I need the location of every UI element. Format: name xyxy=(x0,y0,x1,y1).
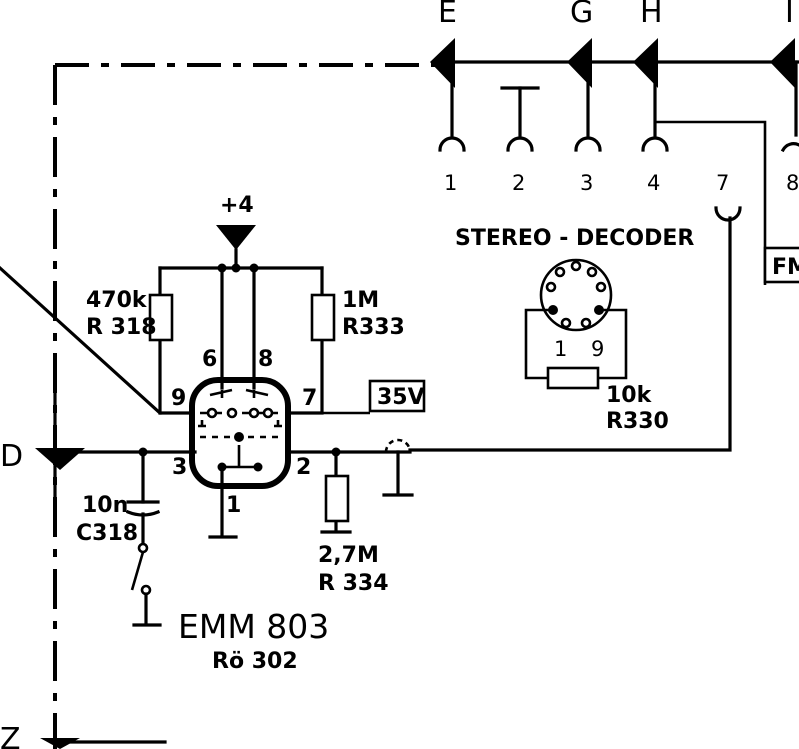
pin-2-cup xyxy=(506,136,534,152)
connector-g-label: G xyxy=(570,0,593,30)
connector-i-arrow xyxy=(770,38,795,88)
connector-h-arrow xyxy=(633,38,658,88)
tube-deflector-right xyxy=(274,420,282,428)
tube-dot xyxy=(253,462,263,472)
c318-value: 10n xyxy=(82,493,128,518)
tube-pin-8: 8 xyxy=(258,347,273,372)
noval-socket xyxy=(539,258,613,332)
socket-pin xyxy=(570,260,582,272)
connector-d-label: D xyxy=(0,439,23,474)
tube-anode-right xyxy=(245,388,269,398)
decoder-pin-4: 4 xyxy=(647,171,660,195)
stereo-decoder-title: STEREO - DECODER xyxy=(455,226,694,251)
connector-h-label: H xyxy=(640,0,663,30)
fm-label: FM xyxy=(772,255,799,280)
socket-pin xyxy=(580,317,592,329)
pin-1-cup xyxy=(438,136,466,152)
tube-element xyxy=(262,407,274,419)
shield-dashed-circle xyxy=(384,438,412,453)
tube-anode-left xyxy=(209,388,233,398)
socket-pin-1-label: 1 xyxy=(554,337,567,361)
tube-element xyxy=(226,407,238,419)
tube-cathode xyxy=(222,445,258,469)
r330-value: 10k xyxy=(606,383,653,408)
connector-z-label: Z xyxy=(0,722,21,749)
r330-ref: R330 xyxy=(606,409,669,434)
socket-loop xyxy=(524,308,628,380)
r330-body xyxy=(546,366,600,390)
r334-ref: R 334 xyxy=(318,571,389,596)
pin-4-cup xyxy=(641,136,669,152)
tube-pin-6: 6 xyxy=(202,347,217,372)
tube-ref: Rö 302 xyxy=(212,649,298,674)
supply-arrow xyxy=(216,225,256,250)
switch-blade xyxy=(130,551,145,591)
pin-7-cup xyxy=(714,206,742,222)
fm-box xyxy=(763,246,799,284)
tube-element xyxy=(206,407,218,419)
decoder-pin-1: 1 xyxy=(444,171,457,195)
supply-label: +4 xyxy=(220,193,254,218)
r318-value: 470k xyxy=(86,288,148,313)
r334-body xyxy=(324,474,350,523)
r318-ref: R 318 xyxy=(86,315,157,340)
c318-ref: C318 xyxy=(76,521,138,546)
pin-8-cup xyxy=(780,142,799,153)
pin-3-cup xyxy=(574,136,602,152)
tube-pin-1: 1 xyxy=(226,493,241,518)
connector-e-label: E xyxy=(438,0,457,30)
decoder-pin-7: 7 xyxy=(716,171,729,195)
voltage-box xyxy=(368,379,426,413)
socket-pin xyxy=(586,266,598,278)
pin-4-branch xyxy=(655,120,767,285)
socket-pin xyxy=(545,281,557,293)
decoder-pin-8: 8 xyxy=(786,171,799,195)
r333-ref: R333 xyxy=(342,315,405,340)
connector-i-label: I xyxy=(785,0,794,30)
socket-pin-9-label: 9 xyxy=(591,337,604,361)
r318-body xyxy=(148,293,174,342)
decoder-pin-2: 2 xyxy=(512,171,525,195)
r334-value: 2,7M xyxy=(318,543,379,568)
switch-contact xyxy=(137,542,149,554)
r333-body xyxy=(310,293,336,342)
socket-pin xyxy=(554,266,566,278)
junction xyxy=(231,263,241,273)
pin-7-line xyxy=(408,216,732,452)
decoder-pin-3: 3 xyxy=(580,171,593,195)
connector-g-arrow xyxy=(567,38,592,88)
tube-type: EMM 803 xyxy=(178,607,329,646)
socket-pin xyxy=(595,281,607,293)
tube-pin-3: 3 xyxy=(172,455,187,480)
socket-pin xyxy=(560,317,572,329)
connector-z-arrow xyxy=(40,738,80,749)
voltage-label: 35V xyxy=(377,385,425,410)
shield-ground xyxy=(382,450,414,497)
tube-pin-9: 9 xyxy=(171,386,186,411)
tube-pin-7: 7 xyxy=(302,386,317,411)
r333-value: 1M xyxy=(342,288,379,313)
tube-pin-2: 2 xyxy=(296,455,311,480)
connector-e-arrow xyxy=(430,38,455,88)
tube-deflector-left xyxy=(198,420,206,428)
tube-element xyxy=(248,407,260,419)
